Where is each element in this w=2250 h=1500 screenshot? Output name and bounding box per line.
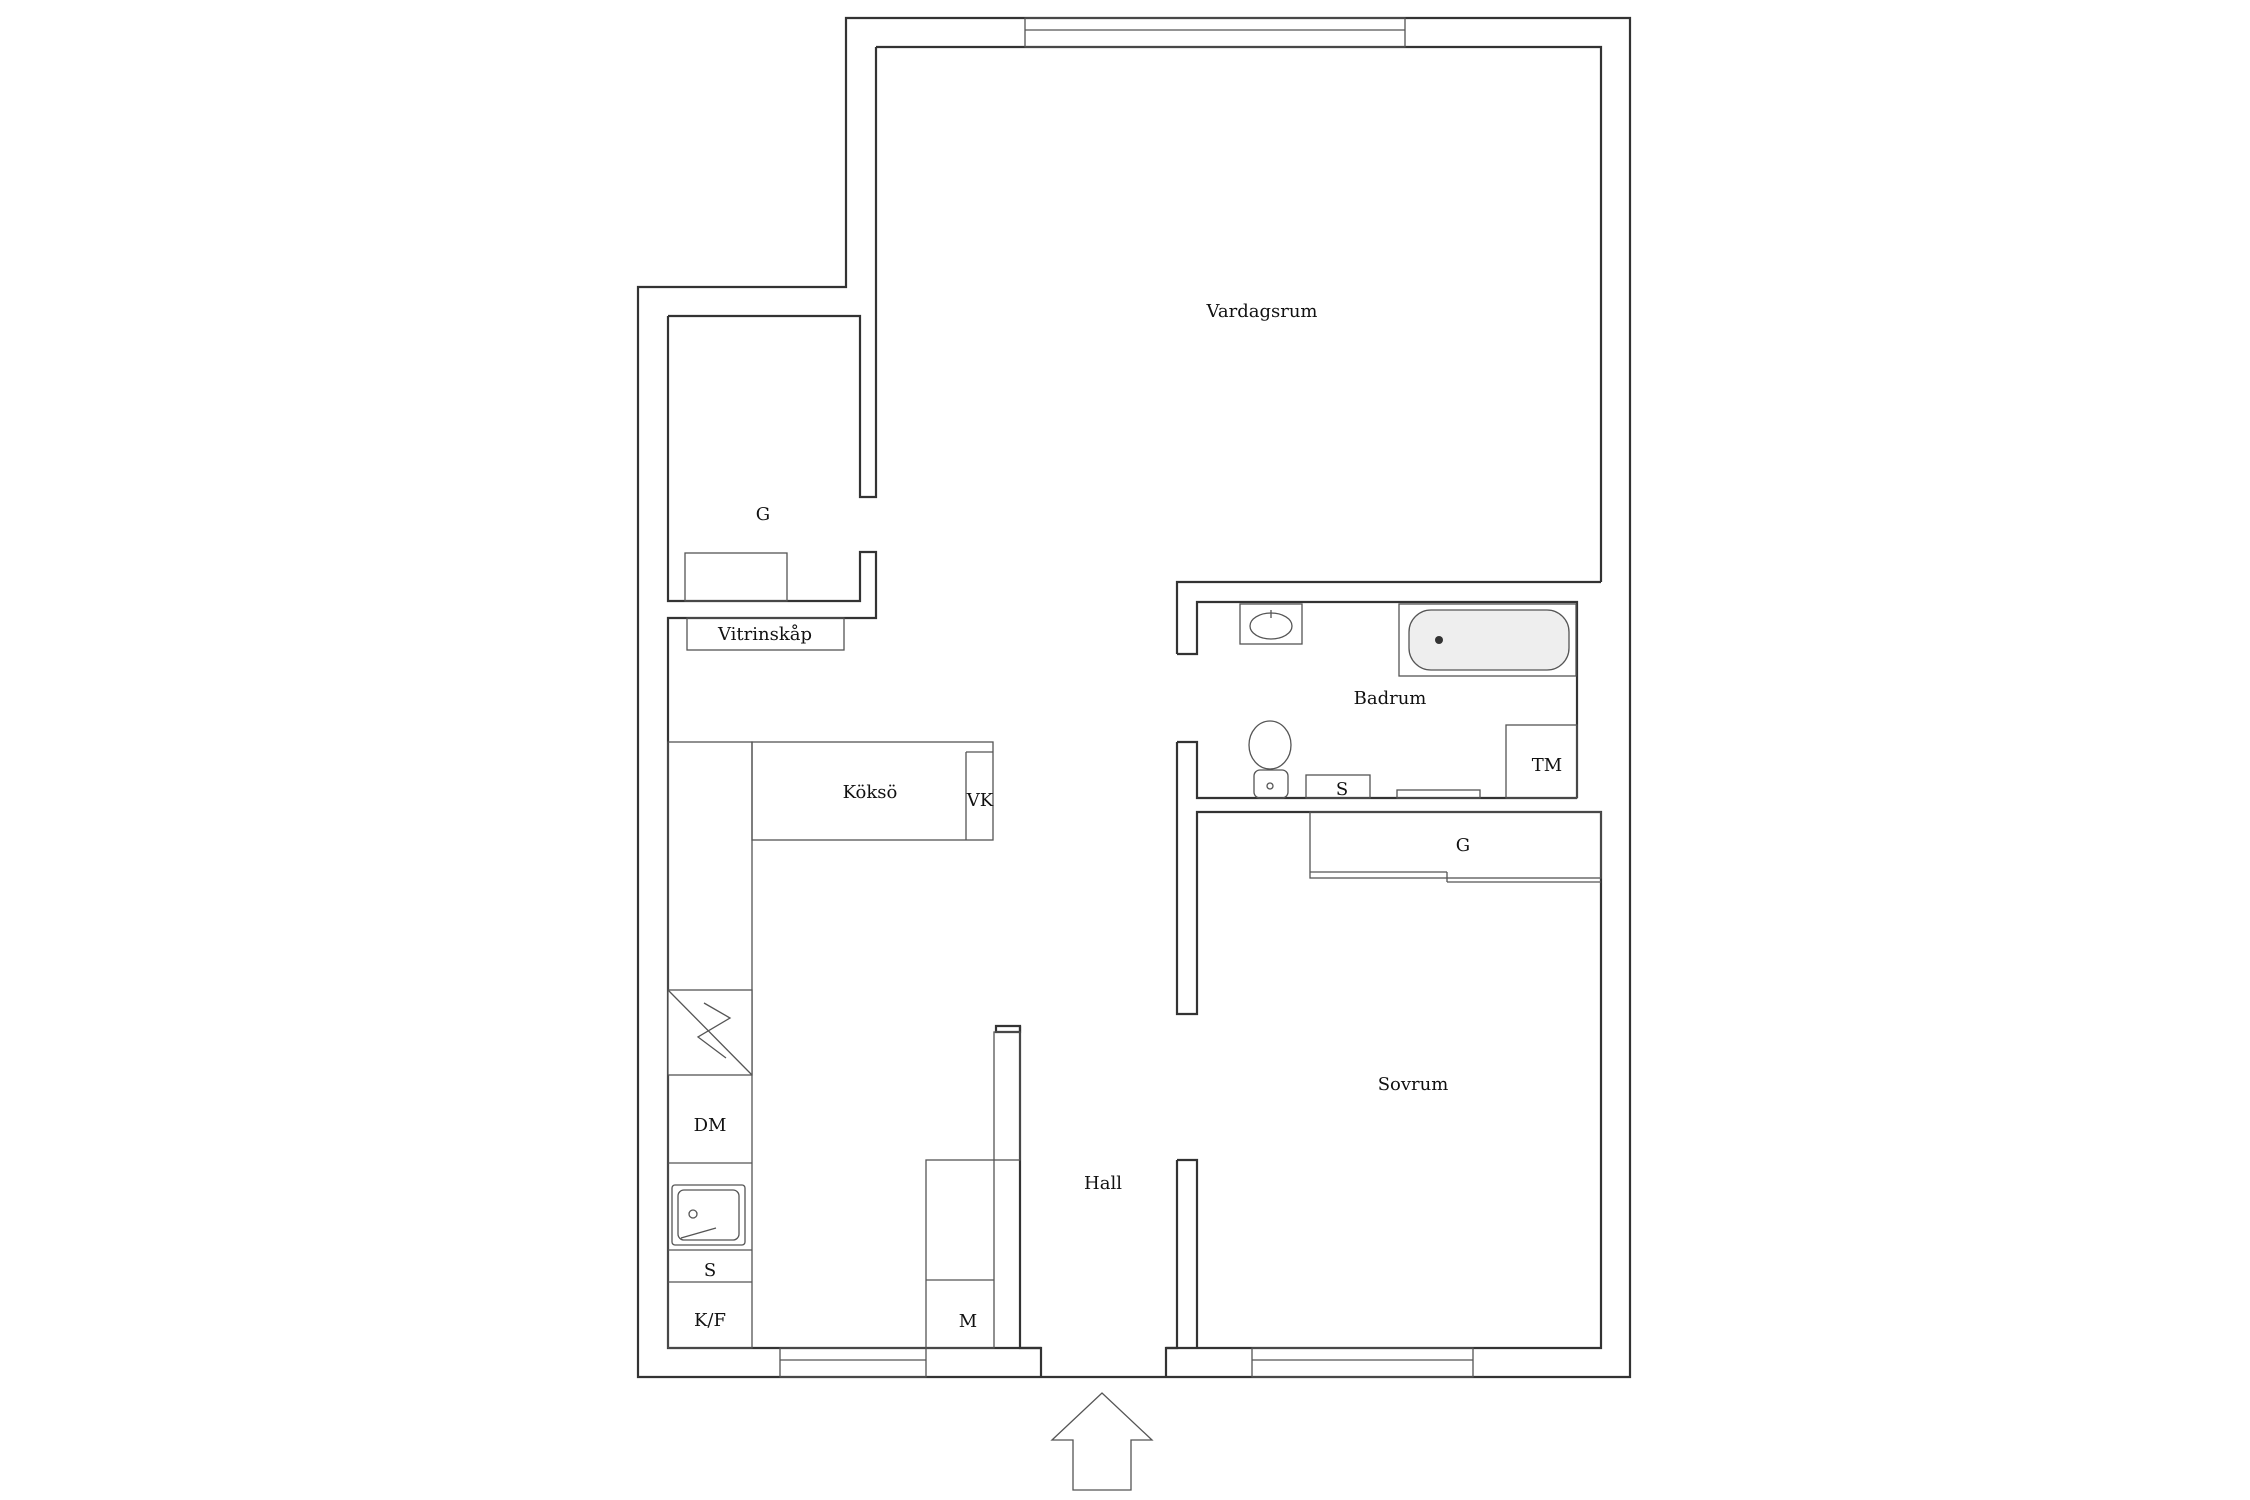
vitrinskap-cabinet (686, 617, 845, 651)
room-label-hall: Hall (1084, 1173, 1122, 1194)
label-m: M (959, 1311, 977, 1332)
label-vk: VK (966, 790, 994, 811)
washbasin-icon (1239, 603, 1303, 645)
toilet-icon (1248, 720, 1292, 799)
entrance-arrow-icon (1050, 1392, 1154, 1491)
label-tm: TM (1532, 755, 1562, 776)
label-kf: K/F (694, 1310, 726, 1331)
label-dm: DM (694, 1115, 727, 1136)
exterior-walls (636, 16, 1632, 1379)
washing-machine (1505, 724, 1578, 799)
label-kokso: Köksö (843, 782, 898, 803)
label-garderob-sovrum: G (1456, 835, 1470, 856)
bathroom-shelf (1305, 774, 1371, 799)
label-s-badrum: S (1336, 779, 1348, 800)
kitchen-counter (667, 741, 753, 1349)
bedroom-wardrobe (1309, 811, 1602, 883)
kitchen-island (751, 741, 994, 841)
windows (779, 17, 1474, 1378)
kitchen-sink-icon (671, 1184, 746, 1246)
room-label-sovrum: Sovrum (1378, 1074, 1449, 1095)
label-vitrinskap: Vitrinskåp (717, 623, 812, 645)
bathroom-floor-drain (1396, 789, 1481, 799)
closet-m (925, 1031, 1021, 1349)
bathtub-icon (1398, 603, 1577, 677)
label-s-kok: S (704, 1260, 716, 1281)
room-label-badrum: Badrum (1354, 688, 1427, 709)
garderob-top-left (684, 552, 788, 602)
label-garderob-top: G (756, 504, 770, 525)
room-label-vardagsrum: Vardagsrum (1206, 301, 1318, 322)
